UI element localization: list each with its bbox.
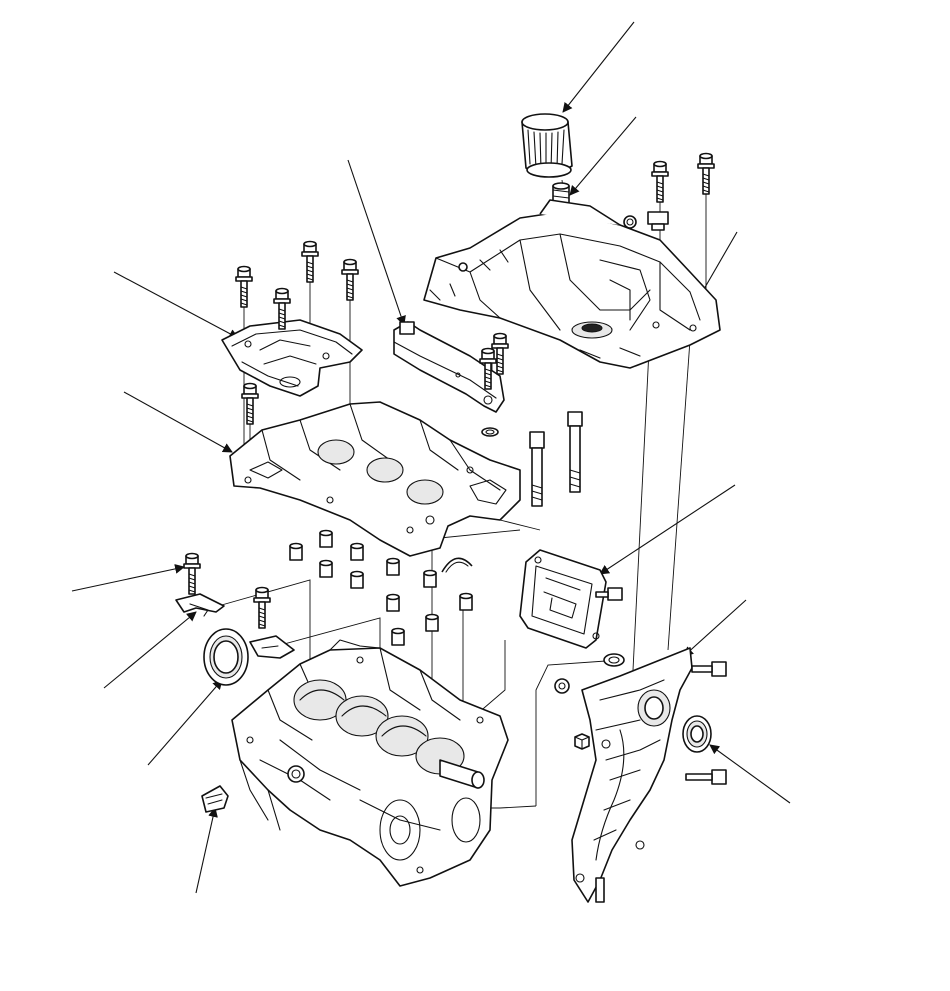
oil-pan-bolt <box>651 160 669 203</box>
oil-pump-front-cover <box>571 647 693 903</box>
sensor-bolt <box>253 586 271 629</box>
front-oil-seal <box>682 715 712 753</box>
hex-nut <box>574 733 590 750</box>
thrust-washer <box>441 557 473 573</box>
o-ring <box>554 678 570 694</box>
leader-oil-filter <box>562 21 635 113</box>
oil-pressure-switch <box>201 785 229 813</box>
o-ring <box>603 653 625 667</box>
leader-filter-fitting <box>569 116 637 196</box>
oil-pump-bolt <box>691 661 727 677</box>
dowel-pin <box>391 627 405 646</box>
dowel-pin <box>386 593 400 612</box>
oil-pan-bolt <box>697 152 715 195</box>
leader-oil-pump-gasket <box>599 484 736 575</box>
leader-lower-block <box>123 391 233 453</box>
dowel-pin <box>350 570 364 589</box>
knock-sensor-bracket <box>175 593 225 617</box>
oil-pan <box>423 199 721 369</box>
dowel-pin <box>386 557 400 576</box>
dowel-pin <box>425 613 439 632</box>
cylinder-block <box>231 639 509 887</box>
leader-oil-screen-cover <box>113 271 239 339</box>
dowel-pin <box>319 529 333 548</box>
dowel-pin <box>289 542 303 561</box>
leader-sensor-bolt <box>71 564 185 592</box>
dowel-pin <box>459 592 473 611</box>
leader-rear-oil-seal <box>147 679 223 766</box>
cover-bolt <box>341 258 359 301</box>
leader-knock-sensor <box>103 611 197 689</box>
main-bearing-bolt <box>567 411 583 493</box>
dowel-pin <box>319 559 333 578</box>
rear-oil-seal <box>203 628 249 686</box>
cover-bolt <box>235 265 253 308</box>
drain-bolt <box>623 211 669 231</box>
dowel-pin <box>423 569 437 588</box>
gasket-bolt <box>595 587 623 601</box>
main-bearing-bolt <box>529 431 545 507</box>
oil-filter <box>521 113 573 178</box>
leader-oil-pressure-switch <box>195 807 218 894</box>
leader-front-oil-seal <box>709 744 791 804</box>
dowel-pin <box>350 542 364 561</box>
leader-oil-pump <box>683 599 747 657</box>
leader-baffle-plate <box>347 159 406 326</box>
cover-bolt <box>301 240 319 283</box>
callout-leaders <box>71 21 791 894</box>
knock-sensor <box>249 635 295 659</box>
oil-screen-cover <box>221 319 363 397</box>
baffle-o-ring <box>481 427 499 437</box>
baffle-plate <box>393 321 505 413</box>
sensor-bolt <box>183 552 201 595</box>
oil-pump-bolt <box>685 769 727 785</box>
oil-pump-gasket-plate <box>519 549 607 649</box>
lower-block-bedplate <box>229 401 521 557</box>
